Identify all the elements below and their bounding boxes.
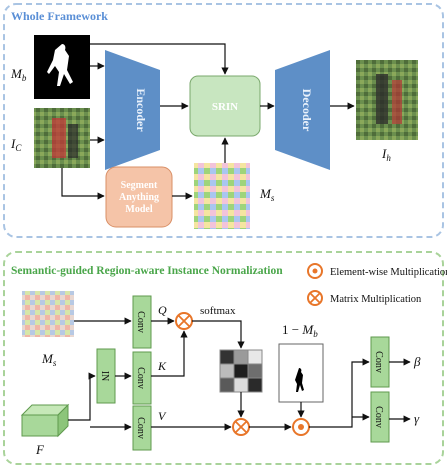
output-label: Ih xyxy=(381,146,391,163)
elementwise-mult-dot xyxy=(298,424,304,430)
matrix-mult-attn-v-cross xyxy=(234,420,248,434)
arrow-image-to-sam xyxy=(61,168,105,200)
input-image-label: IC xyxy=(10,136,22,153)
conv-k-label: Conv xyxy=(135,367,146,389)
conv-q-label: Conv xyxy=(135,311,146,333)
srin-label: SRIN xyxy=(212,101,238,113)
sam-label-line2: Anything xyxy=(119,192,159,203)
arrow-mask-to-srin xyxy=(90,43,229,75)
conv-v-label: Conv xyxy=(135,417,146,439)
elementwise-legend-label: Element-wise Multiplication xyxy=(330,267,447,278)
arrow-mult-to-attn xyxy=(192,320,245,349)
matrix-legend-label: Matrix Multiplication xyxy=(330,294,422,305)
segmentation-image xyxy=(194,163,250,229)
feature-label: F xyxy=(35,442,45,457)
encoder-label: Encoder xyxy=(134,88,148,132)
matrix-legend-cross xyxy=(309,292,321,304)
q-label: Q xyxy=(158,303,167,317)
segmentation-label: Ms xyxy=(259,186,275,203)
decoder-block xyxy=(275,50,330,170)
beta-label: β xyxy=(413,354,421,369)
k-label: K xyxy=(157,359,167,373)
output-image-person xyxy=(376,74,388,124)
sam-label-line3: Model xyxy=(125,204,152,215)
seg-map-image xyxy=(22,291,74,337)
conv-gamma-label: Conv xyxy=(373,406,384,428)
conv-q-block xyxy=(132,295,152,349)
feature-cube-front xyxy=(21,414,59,437)
conv-k-block xyxy=(132,351,152,405)
conv-beta-label: Conv xyxy=(373,351,384,373)
gamma-label: γ xyxy=(414,411,420,426)
mask-label: Mb xyxy=(10,66,27,83)
input-image-person xyxy=(52,118,66,158)
arrow-conv-k-to-mult xyxy=(151,330,188,377)
conv-gamma-block xyxy=(370,391,390,443)
inverted-mask-label: 1 − Mb xyxy=(282,322,318,339)
inverted-mask-silhouette xyxy=(295,368,304,392)
input-image-person-2 xyxy=(68,124,78,158)
sam-label-line1: Segment xyxy=(121,180,158,191)
feature-cube-side xyxy=(57,403,69,438)
attention-map xyxy=(219,349,263,393)
arrow-feat-to-in xyxy=(68,372,96,421)
instance-norm-label: IN xyxy=(99,371,110,382)
sam-block xyxy=(105,166,173,228)
decoder-label: Decoder xyxy=(300,89,314,132)
softmax-label: softmax xyxy=(200,305,236,317)
whole-framework-title: Whole Framework xyxy=(11,9,108,23)
srin-detail-title: Semantic-guided Region-aware Instance No… xyxy=(11,265,283,277)
mask-silhouette xyxy=(47,44,73,86)
matrix-mult-qk-cross xyxy=(177,314,191,328)
output-image-person-2 xyxy=(392,80,402,124)
arrow-elementwise-to-split xyxy=(309,358,370,428)
v-label: V xyxy=(158,409,167,423)
conv-v-block xyxy=(132,405,152,451)
seg-map-label: Ms xyxy=(41,351,57,368)
elementwise-legend-dot xyxy=(312,268,318,274)
encoder-block xyxy=(105,50,160,170)
